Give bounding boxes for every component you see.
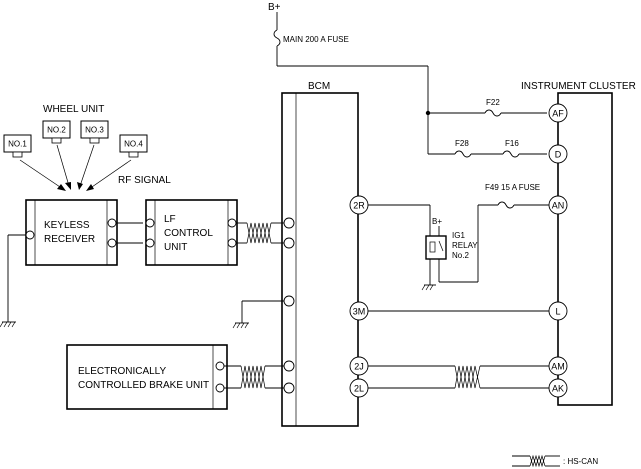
brake-unit: ELECTRONICALLY CONTROLLED BRAKE UNIT (66, 344, 228, 410)
cluster-pin-d: D (548, 144, 568, 164)
svg-text:2J: 2J (354, 362, 364, 372)
ground-symbol (421, 284, 436, 291)
bcm: BCM 2R 3M 2J 2L (281, 81, 369, 427)
brake-unit-label-line1: ELECTRONICALLY (78, 366, 167, 377)
hs-can-bcm-cluster (368, 365, 549, 389)
keyless-receiver-label-line1: KEYLESS (44, 220, 90, 231)
svg-text:AN: AN (552, 201, 565, 211)
bcm-pin-3m: 3M (349, 301, 369, 321)
power-supply: B+ MAIN 200 A FUSE F22 F28 F16 (268, 2, 547, 158)
main-fuse-label: MAIN 200 A FUSE (283, 35, 349, 44)
bcm-terminal (283, 382, 295, 394)
svg-text:NO.3: NO.3 (85, 126, 104, 135)
relay-circuit: B+ F49 15 A FUSE IG1 RELAY No.2 (368, 183, 549, 291)
fuse-f28-symbol (454, 150, 472, 158)
bcm-terminal (283, 295, 295, 307)
cluster-pin-an: AN (548, 195, 568, 215)
instrument-cluster: INSTRUMENT CLUSTER AF D AN L AM AK (521, 81, 636, 406)
bcm-terminal (283, 360, 295, 372)
fuse-f49-symbol (497, 201, 515, 209)
lf-label-line2: CONTROL (164, 228, 213, 239)
bcm-pin-2r: 2R (349, 195, 369, 215)
svg-text:NO.1: NO.1 (8, 140, 27, 149)
legend-label: : HS-CAN (563, 457, 598, 466)
brake-unit-label-line2: CONTROLLED BRAKE UNIT (78, 380, 209, 391)
rf-signal-arrows (19, 144, 132, 191)
svg-text:2R: 2R (353, 201, 365, 211)
svg-text:D: D (555, 150, 562, 160)
bcm-terminal (283, 237, 295, 249)
twisted-pair-lf-bcm (236, 222, 284, 244)
bcm-ground (232, 300, 284, 329)
lf-label-line3: UNIT (164, 242, 187, 253)
keyless-receiver: KEYLESS RECEIVER (25, 199, 118, 266)
svg-text:2L: 2L (354, 384, 364, 394)
bcm-terminal (283, 217, 295, 229)
wire-receiver-to-lf (116, 222, 143, 244)
rf-signal-label: RF SIGNAL (118, 175, 171, 186)
bcm-pin-2j: 2J (349, 356, 369, 376)
svg-text:AF: AF (552, 109, 564, 119)
fuse-f28-label: F28 (455, 139, 469, 148)
fuse-f22-symbol (484, 109, 502, 117)
ig1-relay-symbol (425, 235, 447, 260)
lf-label-line1: LF (164, 214, 176, 225)
cluster-pin-ak: AK (548, 378, 568, 398)
svg-text:AM: AM (551, 362, 565, 372)
wheel-units: WHEEL UNIT NO.1 NO.2 NO.3 NO.4 (3, 104, 171, 191)
wheel-unit-label: WHEEL UNIT (43, 104, 104, 115)
main-fuse-symbol (273, 29, 281, 47)
bcm-label: BCM (308, 81, 330, 92)
hs-can-brake-bcm (224, 365, 284, 389)
wheel-unit-no3: NO.3 (80, 120, 109, 144)
svg-text:3M: 3M (353, 307, 366, 317)
cluster-pin-l: L (548, 301, 568, 321)
fuse-f16-symbol (502, 150, 520, 158)
relay-label-line1: IG1 (452, 231, 465, 240)
keyless-receiver-ground (0, 234, 26, 328)
svg-text:AK: AK (552, 384, 564, 394)
lf-control-unit: LF CONTROL UNIT (145, 199, 238, 266)
wheel-unit-no4: NO.4 (119, 134, 148, 158)
wheel-unit-no1: NO.1 (3, 134, 32, 158)
svg-text:L: L (555, 307, 560, 317)
legend-hs-can: : HS-CAN (512, 454, 598, 468)
relay-label-line2: RELAY (452, 241, 478, 250)
relay-supply-label: B+ (432, 217, 442, 226)
fuse-f16-label: F16 (505, 139, 519, 148)
cluster-pin-af: AF (548, 103, 568, 123)
fuse-f49-label: F49 15 A FUSE (485, 183, 540, 192)
bcm-pin-2l: 2L (349, 378, 369, 398)
wheel-unit-no2: NO.2 (42, 120, 71, 144)
svg-text:NO.2: NO.2 (47, 126, 66, 135)
svg-text:NO.4: NO.4 (124, 140, 143, 149)
instrument-cluster-label: INSTRUMENT CLUSTER (521, 81, 636, 92)
fuse-f22-label: F22 (486, 98, 500, 107)
cluster-pin-am: AM (548, 356, 568, 376)
relay-label-line3: No.2 (452, 251, 469, 260)
battery-label: B+ (268, 2, 281, 13)
keyless-receiver-label-line2: RECEIVER (44, 234, 95, 245)
